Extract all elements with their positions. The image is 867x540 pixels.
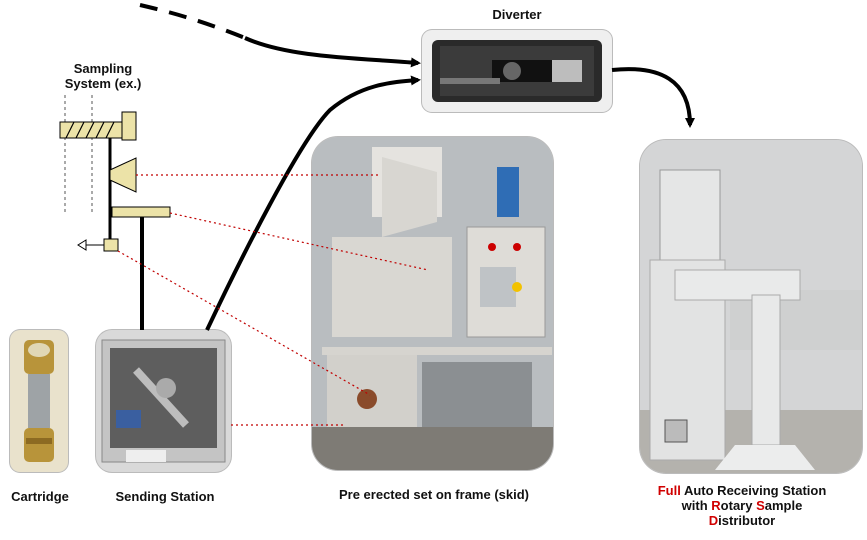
sampler-cone — [109, 157, 137, 193]
diverter-label: Diverter — [492, 7, 542, 22]
receiving-station-label: Full Auto Receiving Station with Rotary … — [657, 483, 827, 528]
incoming-dashed-line — [139, 3, 246, 40]
sampler-block — [103, 238, 119, 252]
sampler-outlet-arrow — [77, 239, 104, 251]
sending-to-diverter-line — [205, 75, 421, 331]
skid-label: Pre erected set on frame (skid) — [338, 487, 530, 502]
cartridge-label: Cartridge — [11, 489, 69, 504]
cartridge-photo — [10, 330, 68, 472]
skid-photo — [312, 137, 553, 470]
sending-station-photo — [96, 330, 231, 472]
incoming-line — [244, 36, 421, 68]
diverter-to-receiving-line — [611, 67, 695, 128]
ref-line-plate — [169, 212, 429, 271]
diverter-photo — [422, 30, 612, 112]
sending-station-label: Sending Station — [115, 489, 215, 504]
sampler-plate — [111, 206, 171, 218]
receiving-station-photo — [640, 140, 862, 473]
sampling-system-label: Sampling System (ex.) — [64, 61, 142, 91]
ref-line-block — [117, 250, 371, 396]
sampler-motor — [121, 111, 137, 141]
